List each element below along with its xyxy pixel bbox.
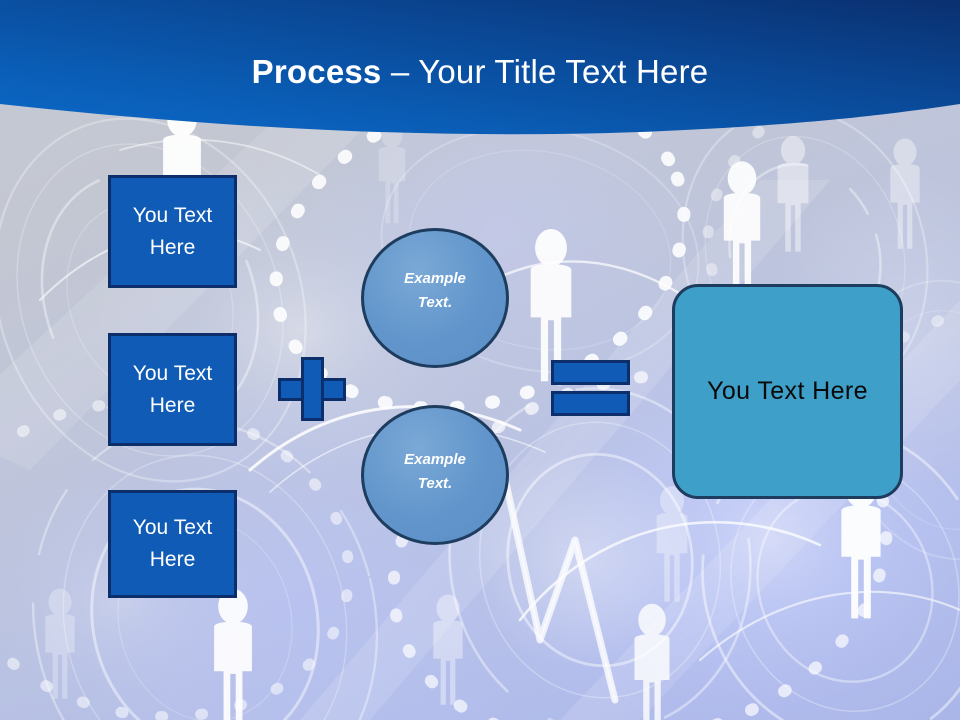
input-box-3-label: You Text Here	[111, 512, 234, 576]
input-box-2-label: You Text Here	[111, 358, 234, 422]
process-circle-2-line2: Text.	[417, 475, 453, 492]
equals-icon-top-bar	[551, 360, 630, 385]
input-box-2-line1: You Text	[132, 361, 213, 385]
input-box-3[interactable]: You Text Here	[108, 490, 237, 598]
input-box-1[interactable]: You Text Here	[108, 175, 237, 288]
process-circle-2[interactable]: Example Text.	[361, 405, 509, 545]
page-title: Process – Your Title Text Here	[0, 52, 960, 92]
input-box-2[interactable]: You Text Here	[108, 333, 237, 446]
equals-icon	[551, 360, 630, 416]
process-circle-1-line1: Example	[404, 270, 466, 287]
page-title-strong: Process	[251, 53, 382, 90]
input-box-1-line1: You Text	[132, 203, 213, 227]
input-box-1-label: You Text Here	[111, 200, 234, 264]
input-box-1-line2: Here	[149, 235, 196, 259]
process-circle-1-label: Example Text.	[364, 267, 506, 315]
plus-icon-center-fill	[304, 381, 321, 398]
process-circle-1-line2: Text.	[417, 294, 453, 311]
result-box[interactable]: You Text Here	[672, 284, 903, 499]
plus-icon	[278, 357, 346, 421]
input-box-3-line2: Here	[149, 548, 196, 571]
result-box-label: You Text Here	[707, 377, 868, 405]
process-circle-2-label: Example Text.	[364, 448, 506, 496]
page-title-dash: –	[381, 53, 419, 90]
equals-icon-bottom-bar	[551, 391, 630, 416]
input-box-3-line1: You Text	[132, 516, 213, 539]
page-title-rest: Your Title Text Here	[418, 53, 709, 90]
slide-header-band	[0, 0, 960, 135]
process-circle-1[interactable]: Example Text.	[361, 228, 509, 368]
input-box-2-line2: Here	[149, 393, 196, 417]
process-circle-2-line1: Example	[404, 451, 466, 468]
